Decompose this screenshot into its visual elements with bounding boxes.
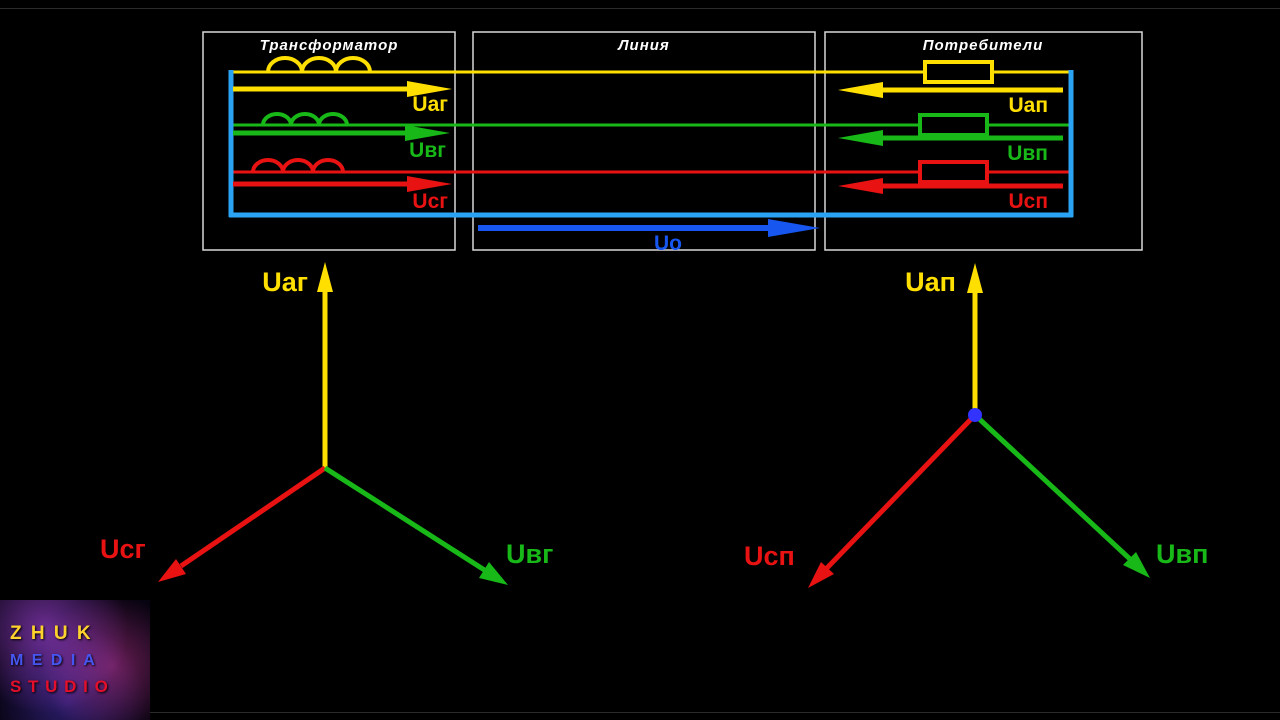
generator-phasor-up-label: Uаг <box>262 267 308 297</box>
phase-c-generator-voltage-label: Uсг <box>412 190 448 213</box>
transformer-box-title: Трансформатор <box>260 37 399 54</box>
phase-b-generator-voltage-label: Uвг <box>409 139 446 162</box>
generator-phasor-left-label: Uсг <box>100 534 146 564</box>
generator-phasor-right-label: Uвг <box>506 539 553 569</box>
logo-line-1: Z H U K <box>10 623 93 644</box>
neutral-node-dot <box>968 408 982 422</box>
line-box <box>472 31 816 251</box>
neutral-voltage-label: Uо <box>654 232 682 255</box>
phase-c-coil-icon <box>251 158 345 173</box>
neutral-voltage-arrow <box>478 219 820 237</box>
phase-b-consumer-voltage-label: Uвп <box>1007 142 1048 165</box>
consumer-phasor-right-label: Uвп <box>1156 539 1208 569</box>
phase-a-generator-voltage-label: Uаг <box>412 93 448 116</box>
consumers-box-title: Потребители <box>923 37 1044 54</box>
letterbox-top-line <box>0 8 1280 9</box>
phase-b-coil-icon <box>261 112 349 126</box>
phase-b-consumer-voltage-arrow <box>838 130 1063 146</box>
generator-phasor-diagram: Uаг Uсг Uвг <box>100 262 553 585</box>
consumer-phasor-left-arrow <box>808 413 977 588</box>
phase-c-consumer-voltage-label: Uсп <box>1008 190 1048 213</box>
phase-c-resistor-icon <box>918 160 989 184</box>
consumers-box <box>824 31 1143 251</box>
consumer-phasor-diagram: Uап Uсп Uвп <box>744 263 1208 588</box>
phase-a-generator-voltage-arrow <box>233 81 452 97</box>
phase-c-consumer-voltage-arrow <box>838 178 1063 194</box>
letterbox-bottom-line <box>0 712 1280 713</box>
zhuk-media-studio-logo: Z H U K M E D I A S T U D I O <box>0 600 150 720</box>
logo-line-2: M E D I A <box>10 652 97 669</box>
consumer-phasor-up-label: Uап <box>905 267 956 297</box>
transformer-box <box>202 31 456 251</box>
phase-a-consumer-voltage-label: Uап <box>1008 94 1048 117</box>
phase-a-resistor-icon <box>923 60 994 84</box>
consumer-phasor-right-arrow <box>973 413 1150 578</box>
consumer-phasor-left-label: Uсп <box>744 541 795 571</box>
line-box-title: Линия <box>617 37 670 54</box>
phase-a-consumer-voltage-arrow <box>838 82 1063 98</box>
phase-b-generator-voltage-arrow <box>233 125 450 141</box>
phase-a-coil-icon <box>266 56 372 73</box>
consumer-phasor-up-arrow <box>967 263 983 415</box>
phase-c-generator-voltage-arrow <box>233 176 452 192</box>
phase-b-resistor-icon <box>918 113 989 137</box>
generator-phasor-left-arrow <box>158 465 327 582</box>
generator-phasor-right-arrow <box>323 465 508 585</box>
logo-line-3: S T U D I O <box>10 677 109 696</box>
generator-phasor-up-arrow <box>317 262 333 468</box>
